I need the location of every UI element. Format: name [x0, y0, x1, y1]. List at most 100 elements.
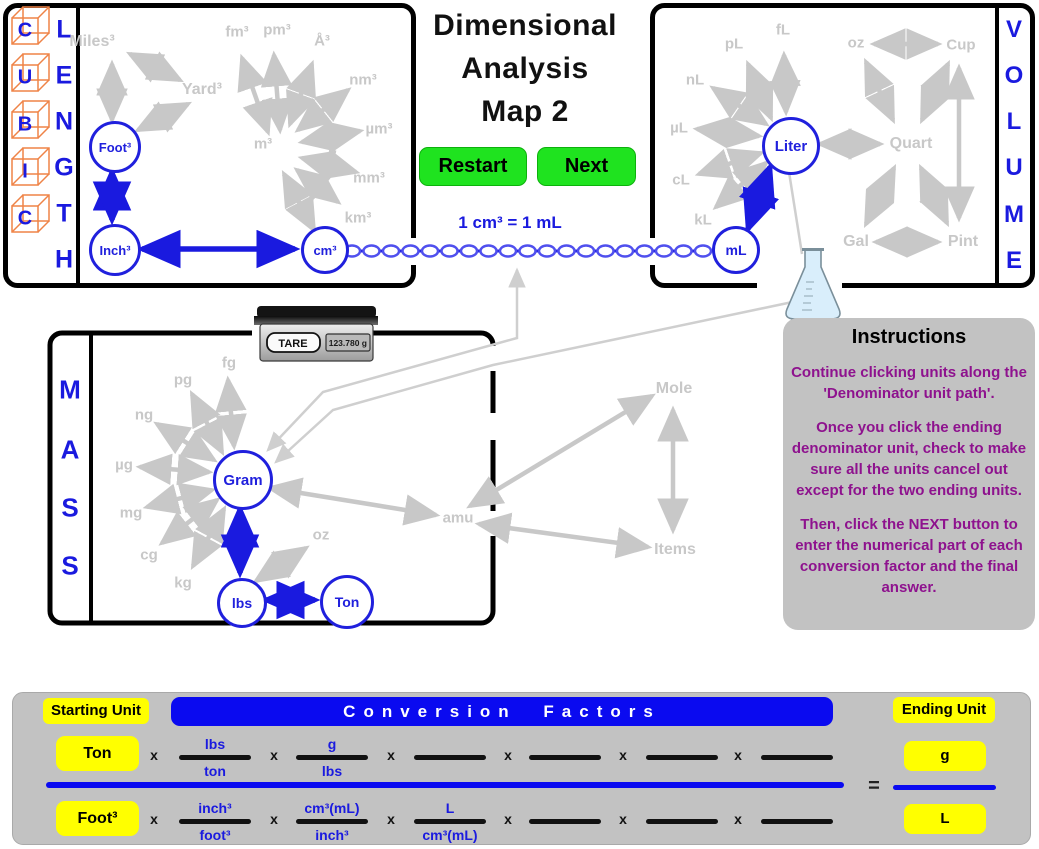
- fraction-bar[interactable]: [179, 819, 251, 824]
- volume-letter: L: [1006, 108, 1022, 135]
- tare-label: TARE: [278, 338, 307, 350]
- restart-button[interactable]: Restart: [419, 147, 527, 186]
- unit-fm3[interactable]: fm³: [225, 23, 249, 41]
- unit-pint[interactable]: Pint: [947, 233, 979, 250]
- instructions-paragraph: Continue clicking units along the 'Denom…: [791, 364, 1027, 402]
- unit-circle-foot3[interactable]: Foot³: [89, 121, 141, 173]
- unit-circle-label: Ton: [334, 594, 360, 610]
- unit-ug[interactable]: µg: [115, 456, 133, 474]
- unit-circle-label: cm³: [313, 242, 337, 258]
- unit-circle-ml[interactable]: mL: [712, 226, 760, 274]
- unit-m3[interactable]: m³: [253, 135, 273, 153]
- scale-reading: 123.780 g: [329, 338, 367, 348]
- unit-km3[interactable]: km³: [344, 209, 372, 227]
- unit-oz-volume[interactable]: oz: [847, 34, 865, 52]
- fraction-denominator: ton: [204, 763, 226, 779]
- instructions-paragraph: Once you click the ending denominator un…: [791, 419, 1027, 499]
- fraction-bar[interactable]: [296, 819, 368, 824]
- fraction-bar[interactable]: [761, 755, 833, 760]
- fraction-bar[interactable]: [646, 755, 718, 760]
- unit-pg[interactable]: pg: [173, 371, 193, 389]
- cube-letter: C: [17, 207, 33, 230]
- unit-fl[interactable]: fL: [775, 21, 791, 39]
- unit-kg[interactable]: kg: [174, 574, 192, 592]
- unit-circle-cm3[interactable]: cm³: [301, 226, 349, 274]
- unit-circle-label: lbs: [231, 595, 253, 611]
- title-line: Map 2: [481, 95, 569, 128]
- unit-cl[interactable]: cL: [672, 171, 690, 189]
- unit-circle-liter[interactable]: Liter: [762, 117, 820, 175]
- unit-cg[interactable]: cg: [140, 546, 158, 564]
- chain-link: [342, 244, 713, 258]
- mass-letter: M: [59, 374, 81, 405]
- unit-um3[interactable]: µm³: [365, 120, 393, 138]
- unit-cup[interactable]: Cup: [946, 36, 976, 54]
- unit-yard3[interactable]: Yard³: [181, 81, 223, 98]
- unit-ul[interactable]: µL: [670, 119, 688, 137]
- cube-icon: [11, 147, 50, 186]
- cube-letter: C: [17, 19, 33, 42]
- unit-circle-lbs[interactable]: lbs: [217, 578, 267, 628]
- unit-circle-inch3[interactable]: Inch³: [89, 224, 141, 276]
- instructions-title: Instructions: [851, 326, 967, 348]
- multiply-sign: x: [504, 811, 512, 827]
- multiply-sign: x: [504, 747, 512, 763]
- fraction-bar[interactable]: [529, 819, 601, 824]
- cube-icon: [11, 194, 50, 233]
- fraction-numerator: g: [327, 736, 337, 752]
- fraction-numerator: L: [445, 800, 455, 816]
- cubic-cubes: [11, 6, 50, 233]
- unit-pl[interactable]: pL: [724, 35, 744, 53]
- unit-oz-mass[interactable]: oz: [312, 526, 330, 544]
- unit-circle-ton[interactable]: Ton: [320, 575, 374, 629]
- unit-gal[interactable]: Gal: [843, 233, 869, 250]
- unit-fg[interactable]: fg: [221, 354, 237, 372]
- length-letter: N: [54, 107, 74, 136]
- fraction-bar[interactable]: [296, 755, 368, 760]
- unit-mole[interactable]: Mole: [655, 380, 693, 397]
- fraction-bar[interactable]: [529, 755, 601, 760]
- instructions-panel: Instructions Continue clicking units alo…: [783, 318, 1035, 630]
- unit-kl[interactable]: kL: [694, 211, 712, 229]
- fraction-bar[interactable]: [414, 819, 486, 824]
- fraction-numerator: inch³: [198, 800, 232, 816]
- unit-quart[interactable]: Quart: [889, 135, 933, 152]
- fraction-bar[interactable]: [761, 819, 833, 824]
- starting-unit-label: Starting Unit: [43, 698, 149, 724]
- fraction-denominator: foot³: [199, 827, 231, 843]
- mass-letter: S: [61, 492, 79, 523]
- unit-items[interactable]: Items: [654, 541, 696, 558]
- fraction-bar[interactable]: [414, 755, 486, 760]
- scale-display: [325, 333, 371, 352]
- cube-letter: B: [17, 113, 33, 136]
- fraction-bar[interactable]: [179, 755, 251, 760]
- cubic-length-panel-border: [3, 3, 416, 288]
- mass-letter: S: [61, 550, 79, 581]
- unit-nl[interactable]: nL: [685, 71, 705, 89]
- unit-ng[interactable]: ng: [134, 406, 154, 424]
- scale-image: TARE 123.780 g: [254, 306, 378, 362]
- fraction-denominator: lbs: [321, 763, 343, 779]
- unit-pm3[interactable]: pm³: [263, 21, 291, 39]
- title-line: Dimensional: [433, 9, 617, 42]
- conversion-factors-panel: Starting Unit Conversion Factors Ending …: [12, 692, 1031, 845]
- length-letter: L: [56, 15, 72, 44]
- unit-mg[interactable]: mg: [119, 504, 143, 522]
- multiply-sign: x: [619, 747, 627, 763]
- volume-panel-border: [650, 3, 1035, 288]
- cube-icon: [11, 53, 50, 92]
- next-button[interactable]: Next: [537, 147, 636, 186]
- unit-angstrom3[interactable]: Å³: [314, 32, 330, 50]
- tare-button: [266, 332, 321, 353]
- unit-nm3[interactable]: nm³: [349, 71, 377, 89]
- unit-mm3[interactable]: mm³: [353, 169, 385, 187]
- page-title: Dimensional Analysis Map 2: [395, 4, 655, 133]
- unit-miles3[interactable]: Miles³: [69, 33, 115, 50]
- instructions-paragraph: Then, click the NEXT button to enter the…: [795, 516, 1023, 596]
- unit-amu[interactable]: amu: [442, 509, 474, 527]
- fraction-bar[interactable]: [646, 819, 718, 824]
- unit-circle-gram[interactable]: Gram: [213, 450, 273, 510]
- volume-letter: M: [1004, 201, 1024, 228]
- volume-letter: U: [1005, 154, 1023, 181]
- mass-letter: A: [60, 434, 80, 465]
